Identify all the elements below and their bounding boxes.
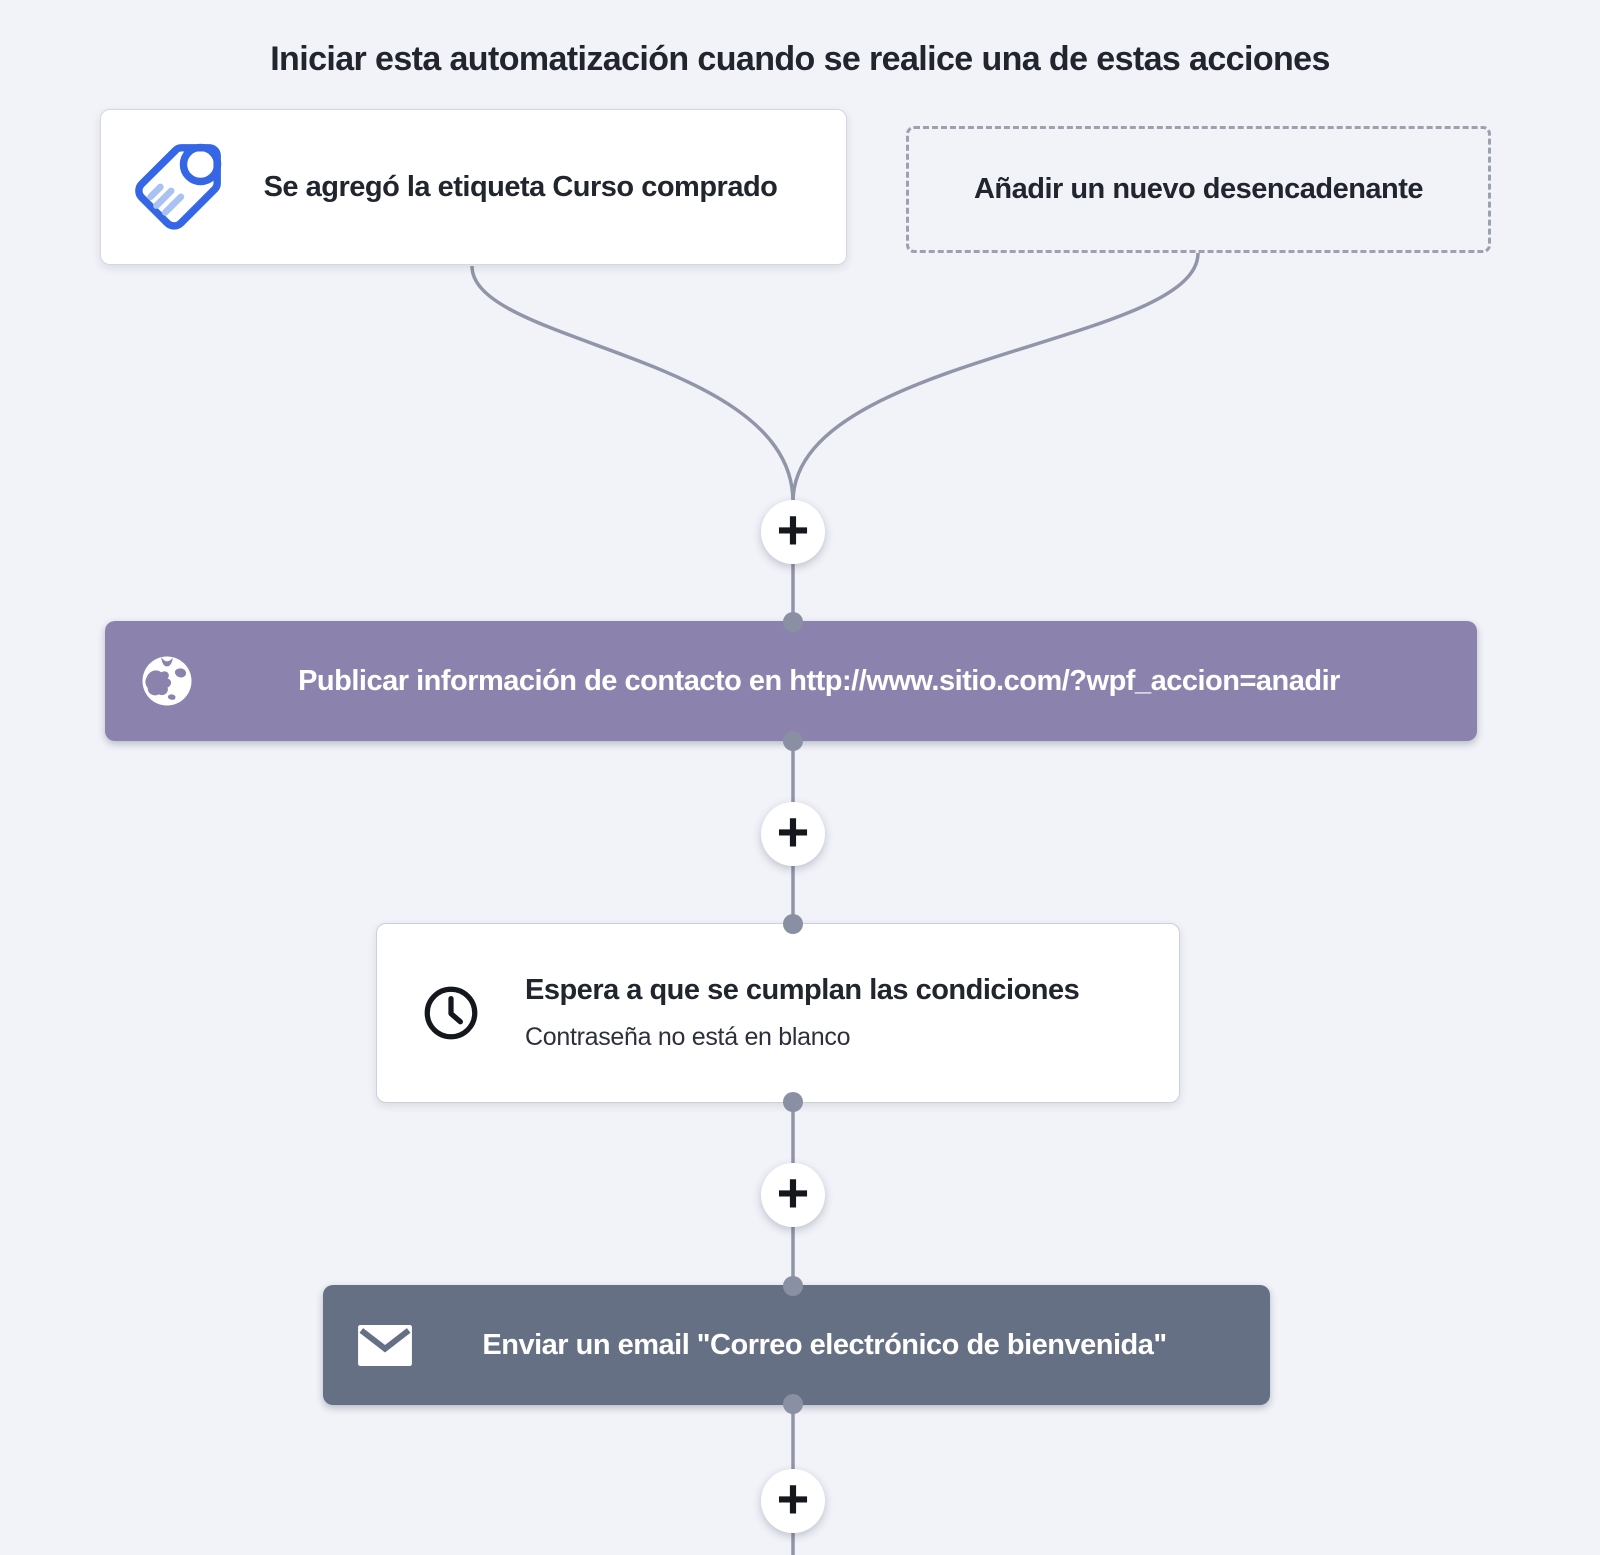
wait-title: Espera a que se cumplan las condiciones — [525, 974, 1080, 1006]
add-action-button-4[interactable]: + — [761, 1469, 825, 1533]
email-label: Enviar un email "Correo electrónico de b… — [482, 1328, 1167, 1361]
trigger-node-tag-added[interactable]: Se agregó la etiqueta Curso comprado — [100, 109, 847, 265]
plus-icon: + — [776, 497, 810, 561]
plus-icon: + — [776, 1160, 810, 1224]
add-trigger-label: Añadir un nuevo desencadenante — [973, 173, 1424, 205]
webhook-label: Publicar información de contacto en http… — [298, 664, 1340, 697]
step-node-webhook[interactable]: Publicar información de contacto en http… — [105, 621, 1477, 741]
tag-icon — [131, 140, 225, 234]
connector-curve-left — [470, 265, 795, 503]
globe-icon — [139, 653, 195, 709]
add-action-button-3[interactable]: + — [761, 1163, 825, 1227]
add-action-button-1[interactable]: + — [761, 500, 825, 564]
clock-icon — [421, 983, 481, 1043]
wait-condition: Contraseña no está en blanco — [525, 1023, 851, 1051]
add-action-button-2[interactable]: + — [761, 802, 825, 866]
trigger-label: Se agregó la etiqueta Curso comprado — [263, 170, 778, 203]
plus-icon: + — [776, 1466, 810, 1530]
mail-icon — [357, 1323, 413, 1368]
connector-curve-right — [791, 252, 1200, 503]
add-trigger-button[interactable]: Añadir un nuevo desencadenante — [906, 126, 1491, 253]
step-node-wait[interactable]: Espera a que se cumplan las condiciones … — [376, 923, 1180, 1103]
step-node-send-email[interactable]: Enviar un email "Correo electrónico de b… — [323, 1285, 1270, 1405]
flow-heading: Iniciar esta automatización cuando se re… — [270, 40, 1330, 78]
plus-icon: + — [776, 799, 810, 863]
